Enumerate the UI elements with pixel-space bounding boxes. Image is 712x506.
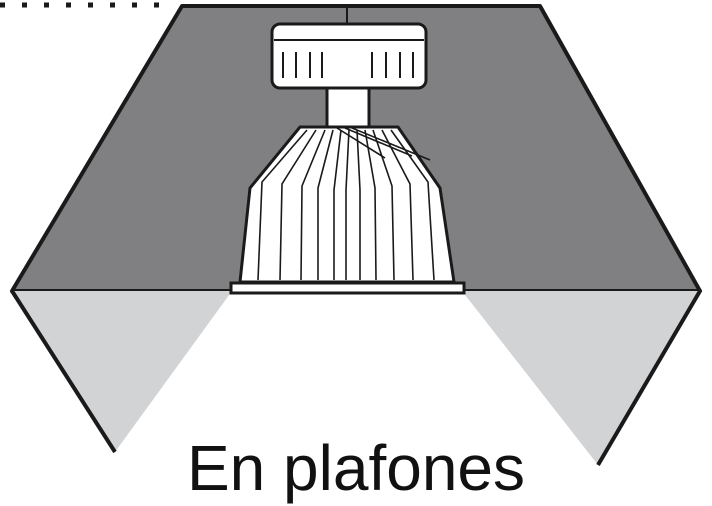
fixture-canopy [270, 22, 428, 90]
fixture-shade [238, 125, 456, 284]
left-wall-edge [10, 289, 117, 454]
fixture-base-plate [229, 281, 466, 295]
fixture-stem [325, 86, 371, 130]
caption: En plafones [186, 432, 526, 504]
right-wall-edge [596, 289, 702, 467]
left-wall-surface [12, 291, 232, 452]
right-wall-surface [462, 291, 700, 465]
